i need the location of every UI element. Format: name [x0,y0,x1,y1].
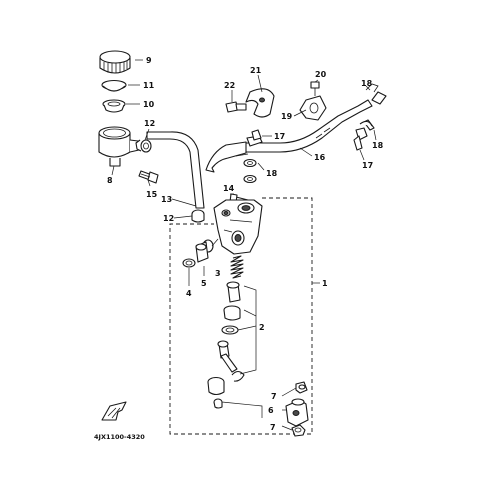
holder-bolt-22 [225,101,247,113]
callout-22: 22 [224,81,235,90]
hose-clamp-upper [135,139,152,153]
callout-3: 3 [215,269,221,278]
diaphragm-plate [102,99,126,113]
diaphragm [101,79,127,92]
circlip-lower [231,370,245,382]
callout-1: 1 [322,279,328,288]
union-bolt-upper [246,129,263,147]
callout-10: 10 [143,100,155,109]
callout-21: 21 [250,66,262,75]
callout-20: 20 [315,70,327,79]
master-cylinder-body [213,199,263,255]
reservoir-tank [98,126,140,167]
callout-11: 11 [143,81,155,90]
hose-holder-21 [245,88,275,118]
callout-9: 9 [146,56,152,65]
callout-12-lower: 12 [163,214,174,223]
bolt-20 [310,81,320,96]
grommet [299,95,327,121]
copper-washer-top [365,83,379,93]
lock-nut-upper [295,381,308,394]
copper-washer-left [243,158,257,184]
return-spring [230,255,244,279]
callout-18-right: 18 [372,141,384,150]
assembly-boundary [169,197,313,435]
callout-13: 13 [161,195,172,204]
callout-17-upper: 17 [274,132,285,141]
callout-4: 4 [186,289,192,298]
lock-nut-lower [291,424,306,437]
reservoir-cap [99,50,131,74]
callout-17-lower: 17 [362,161,373,170]
callout-14: 14 [223,184,235,193]
brake-hose [205,91,387,173]
mounting-bolt-15 [138,170,159,184]
callout-18-top: 18 [361,79,373,88]
hose-clamp-lower [191,209,205,223]
callout-12-upper: 12 [144,119,155,128]
callout-7-lower: 7 [270,423,276,432]
callout-18-left: 18 [266,169,278,178]
clevis [285,398,309,427]
front-direction-icon [101,401,127,421]
dust-boot [207,376,225,396]
callout-8: 8 [107,176,113,185]
union-bolt-lower [353,127,368,151]
callout-15: 15 [146,190,158,199]
copper-washer-right [359,119,375,131]
callout-2: 2 [259,323,265,332]
callout-6: 6 [268,406,274,415]
callout-19: 19 [281,112,293,121]
piston-kit [221,281,241,335]
circlip-4 [182,258,196,268]
push-rod [217,340,238,373]
hose-joint [195,241,209,263]
diagram-code: 4JX1100-4320 [94,433,145,441]
callout-7-upper: 7 [271,392,277,401]
rod-end-pin [213,398,223,409]
reservoir-hose [146,131,205,209]
callout-5: 5 [201,279,207,288]
callout-16: 16 [314,153,326,162]
leader-lines [111,59,377,431]
